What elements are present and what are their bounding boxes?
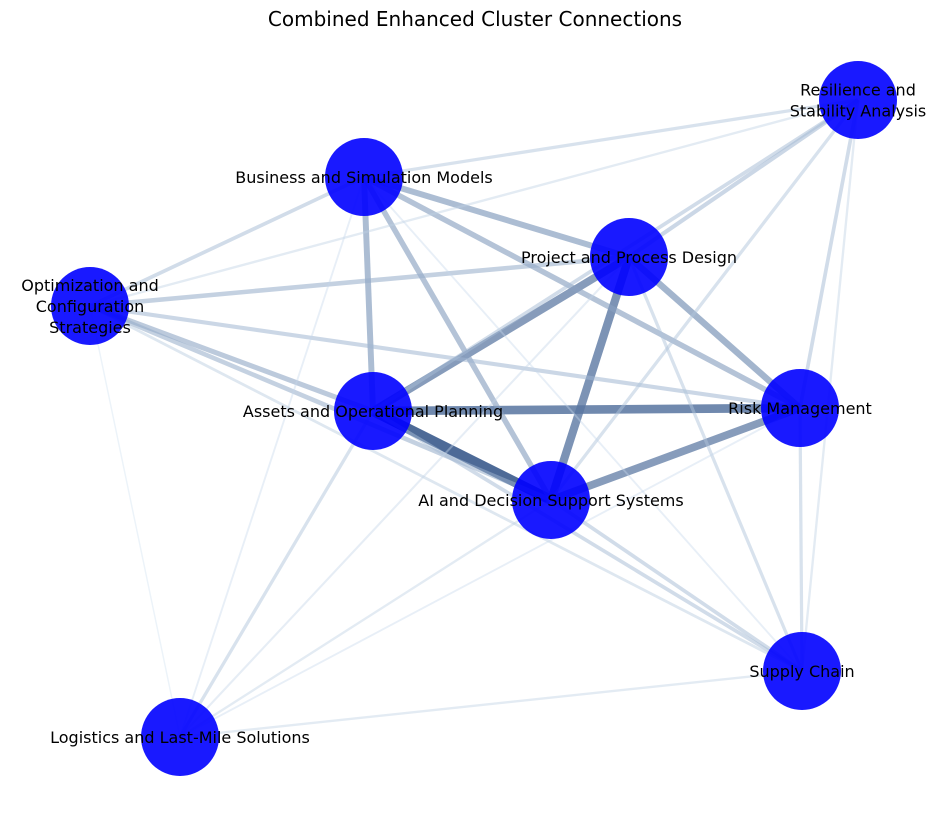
- edge-optimization-ai: [89, 303, 552, 503]
- edge-risk-ai: [549, 404, 802, 504]
- edge-optimization-project: [89, 254, 630, 309]
- edge-business-project: [363, 174, 630, 260]
- node-label-line: Optimization and: [21, 276, 159, 295]
- node-label-risk: Risk Management: [728, 399, 872, 418]
- edge-assets-risk: [372, 403, 801, 416]
- node-label-ai: AI and Decision Support Systems: [418, 491, 683, 510]
- node-label-line: Business and Simulation Models: [235, 168, 493, 187]
- node-label-logistics: Logistics and Last-Mile Solutions: [50, 728, 310, 747]
- nodes-layer: [51, 61, 897, 776]
- node-assets: [334, 372, 412, 450]
- node-label-line: AI and Decision Support Systems: [418, 491, 683, 510]
- node-label-assets: Assets and Operational Planning: [243, 402, 503, 421]
- edge-ai-supply: [549, 498, 804, 673]
- node-ai: [512, 461, 590, 539]
- node-label-line: Supply Chain: [749, 662, 854, 681]
- node-label-line: Configuration: [36, 297, 145, 316]
- node-business: [325, 138, 403, 216]
- edge-optimization-risk: [89, 303, 801, 411]
- node-label-business: Business and Simulation Models: [235, 168, 493, 187]
- node-label-line: Project and Process Design: [521, 248, 737, 267]
- edge-business-resilience: [363, 98, 859, 179]
- chart-title: Combined Enhanced Cluster Connections: [268, 7, 682, 31]
- node-label-line: Logistics and Last-Mile Solutions: [50, 728, 310, 747]
- edge-project-supply: [627, 256, 804, 672]
- node-label-line: Strategies: [49, 318, 131, 337]
- node-label-line: Risk Management: [728, 399, 872, 418]
- node-label-line: Resilience and: [800, 81, 916, 100]
- edge-risk-logistics: [179, 407, 801, 738]
- edge-optimization-business: [89, 175, 365, 308]
- node-optimization: [51, 267, 129, 345]
- node-label-line: Stability Analysis: [790, 102, 926, 121]
- edge-ai-resilience: [549, 99, 860, 501]
- edge-project-logistics: [179, 256, 630, 738]
- edge-optimization-resilience: [89, 98, 859, 308]
- edge-business-logistics: [179, 176, 365, 738]
- edge-optimization-logistics: [89, 305, 181, 738]
- edge-assets-logistics: [178, 410, 375, 738]
- edge-business-risk: [362, 174, 802, 411]
- edge-business-supply: [363, 176, 803, 672]
- edge-risk-supply: [798, 407, 804, 672]
- node-resilience: [819, 61, 897, 139]
- node-label-line: Assets and Operational Planning: [243, 402, 503, 421]
- edge-risk-resilience: [798, 99, 860, 409]
- node-project: [590, 218, 668, 296]
- node-label-project: Project and Process Design: [521, 248, 737, 267]
- node-supply: [763, 632, 841, 710]
- edge-ai-logistics: [179, 499, 552, 738]
- edge-supply-logistics: [179, 669, 803, 739]
- node-label-supply: Supply Chain: [749, 662, 854, 681]
- edge-business-assets: [361, 176, 376, 412]
- edge-business-ai: [361, 175, 554, 502]
- edge-assets-supply: [372, 409, 803, 673]
- node-logistics: [141, 698, 219, 776]
- node-risk: [761, 369, 839, 447]
- edge-optimization-supply: [89, 304, 803, 673]
